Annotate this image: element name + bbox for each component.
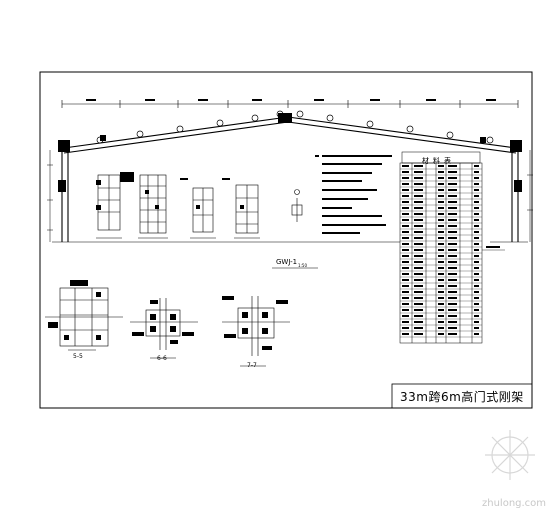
material-table-content: [402, 165, 479, 335]
drawing-title: 33m跨6m高门式刚架: [400, 390, 524, 404]
stiffener-detail: [291, 189, 303, 222]
frame-rafters: [63, 116, 517, 154]
table-leader-mark: [486, 246, 500, 248]
top-dimension-line: [61, 100, 519, 108]
column-dimension-marks: [47, 150, 533, 242]
detail-sections-fill: [96, 172, 244, 210]
material-table-header-box: [401, 151, 481, 164]
section-7-7: [222, 296, 290, 367]
watermark-logo: [485, 430, 535, 480]
frame-scale: 1:50: [298, 263, 307, 268]
section-label-7-7: 7-7: [247, 362, 257, 369]
material-table-rows: [400, 168, 482, 338]
purlin-markers: [96, 110, 494, 144]
section-6-6-marks: [132, 300, 194, 344]
frame-columns: [61, 148, 519, 242]
connection-blobs: [58, 113, 522, 192]
section-5-5: [45, 287, 123, 351]
section-label-5-5: 5-5: [73, 353, 83, 360]
section-7-7-marks: [222, 296, 288, 350]
notes-block: [315, 155, 392, 234]
sheet-border: [39, 71, 533, 409]
frame-label: GWJ-1: [276, 258, 298, 266]
title-block: [391, 383, 533, 409]
top-dimension-marks: [86, 99, 496, 101]
section-label-6-6: 6-6: [157, 355, 167, 362]
watermark-text: zhulong.com: [482, 498, 547, 509]
detail-sections-row: [96, 174, 260, 239]
section-5-5-marks: [48, 280, 101, 340]
section-6-6: [130, 298, 198, 359]
material-table-title: 材料表: [422, 157, 455, 165]
